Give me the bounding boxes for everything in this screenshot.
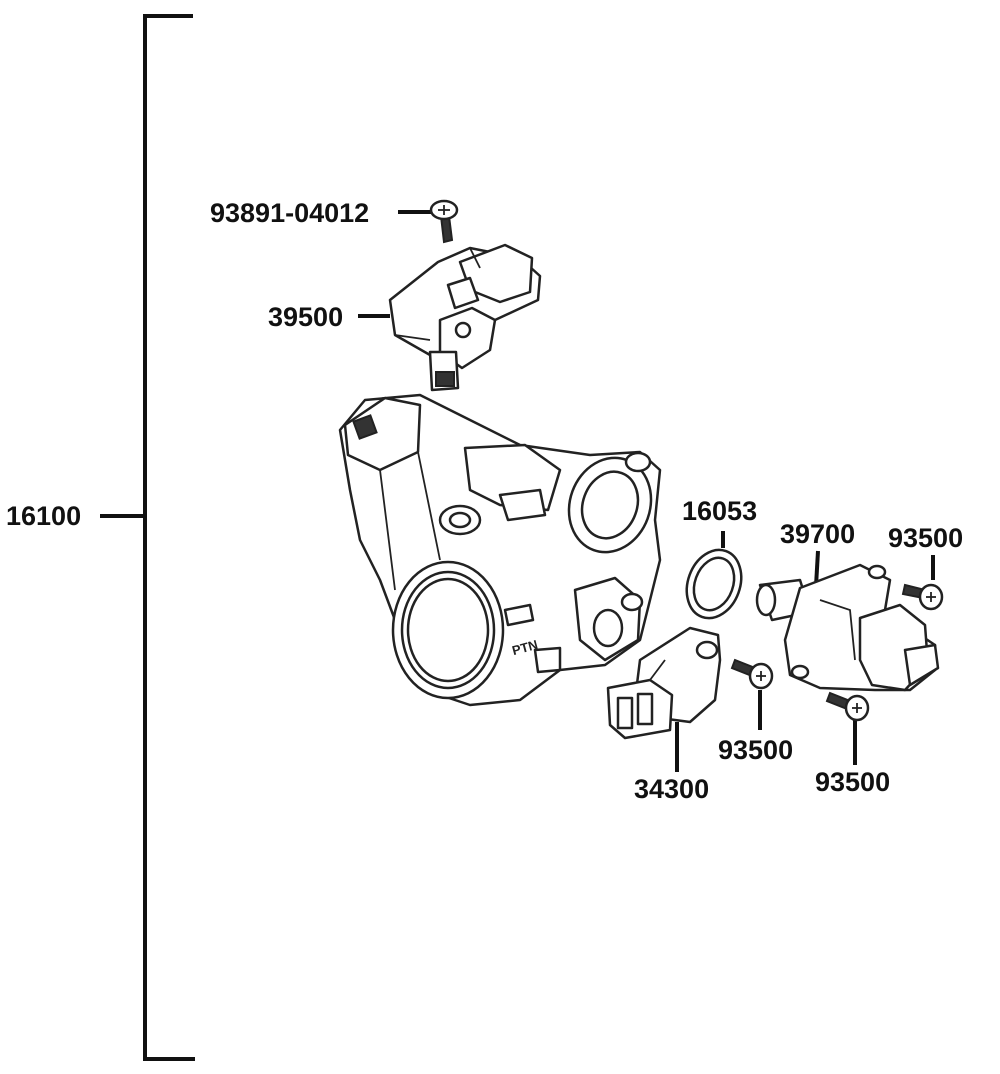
screw-93500-lower-icon	[825, 691, 870, 722]
screw-93891-icon	[429, 199, 459, 244]
tps-sensor-34300-icon	[606, 626, 722, 740]
label-93500-right: 93500	[888, 523, 964, 553]
map-sensor-39500-icon	[388, 243, 542, 392]
throttle-body-icon	[338, 393, 662, 707]
label-34300: 34300	[634, 774, 710, 804]
assembly-bracket	[100, 14, 195, 1061]
label-39500: 39500	[268, 302, 344, 332]
label-39700: 39700	[780, 519, 856, 549]
label-93891-04012: 93891-04012	[210, 198, 370, 228]
idle-valve-39700-icon	[755, 563, 940, 692]
label-16053: 16053	[682, 496, 758, 526]
body-marking: PTN	[510, 637, 539, 658]
label-93500-lower: 93500	[815, 767, 891, 797]
screw-93500-right-icon	[901, 583, 944, 611]
label-93500-mid: 93500	[718, 735, 794, 765]
label-16100: 16100	[6, 501, 82, 531]
screw-93500-mid-icon	[730, 658, 774, 690]
oring-16053-icon	[685, 548, 743, 620]
